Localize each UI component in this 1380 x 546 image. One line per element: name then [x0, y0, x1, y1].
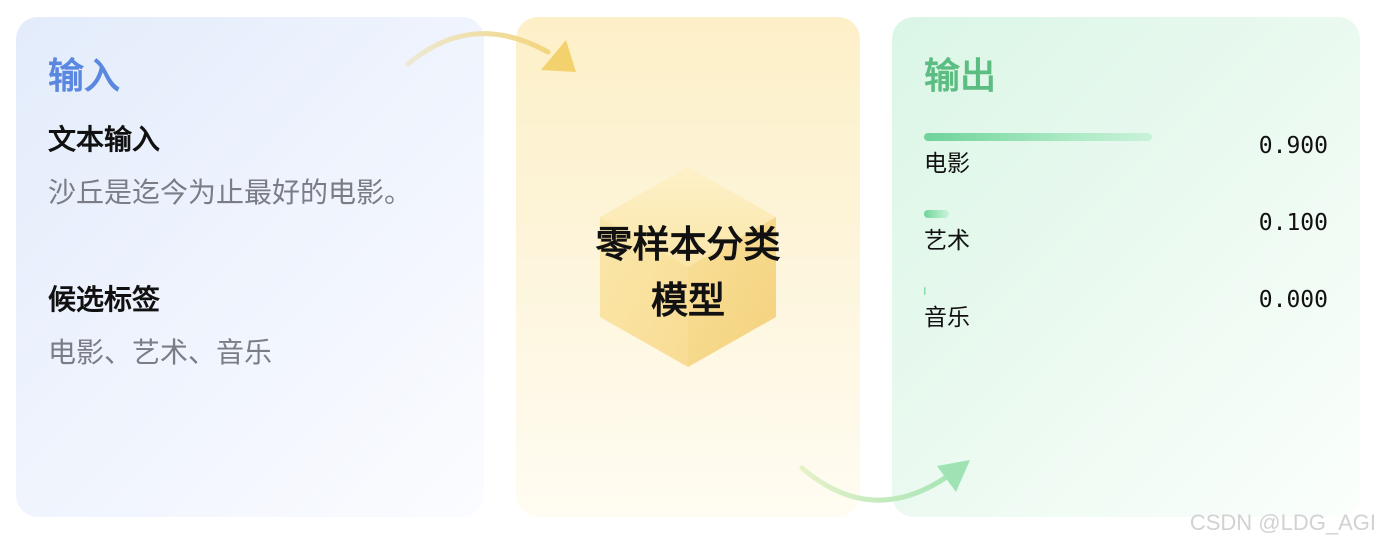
result-label: 电影 — [924, 151, 970, 177]
cube-icon — [600, 167, 776, 367]
input-panel-title: 输入 — [48, 56, 121, 97]
result-label: 音乐 — [924, 305, 970, 331]
output-panel-title: 输出 — [924, 56, 997, 97]
arrow-input-to-model — [405, 31, 551, 67]
input-panel: 输入 文本输入 沙丘是迄今为止最好的电影。 候选标签 电影、艺术、音乐 — [16, 17, 484, 517]
text-input-heading: 文本输入 — [48, 123, 161, 156]
output-panel: 输出 电影 0.900 艺术 0.100 音乐 0.000 — [892, 17, 1360, 517]
score-bar-fill — [924, 210, 950, 218]
model-title-line2: 模型 — [651, 279, 725, 322]
score-bar — [924, 133, 1177, 141]
candidate-labels-heading: 候选标签 — [48, 283, 161, 316]
candidate-labels-value: 电影、艺术、音乐 — [48, 336, 273, 369]
model-panel: 零样本分类 模型 — [516, 17, 860, 517]
score-bar — [924, 287, 1177, 295]
score-bar — [924, 210, 1177, 218]
result-score: 0.000 — [1258, 287, 1328, 313]
text-input-value: 沙丘是迄今为止最好的电影。 — [48, 176, 413, 209]
model-title-line1: 零样本分类 — [595, 223, 781, 266]
result-score: 0.100 — [1258, 210, 1328, 236]
arrow-input-to-model-head — [541, 40, 576, 72]
arrow-model-to-output — [799, 465, 951, 503]
result-label: 艺术 — [924, 228, 970, 254]
model-title: 零样本分类 模型 — [516, 217, 860, 329]
result-row-art: 艺术 0.100 — [924, 210, 1328, 270]
score-bar-fill — [924, 133, 1152, 141]
result-score: 0.900 — [1258, 133, 1328, 159]
result-row-movie: 电影 0.900 — [924, 133, 1328, 193]
result-row-music: 音乐 0.000 — [924, 287, 1328, 347]
watermark: CSDN @LDG_AGI — [1189, 510, 1376, 535]
score-bar-fill — [924, 287, 926, 295]
arrow-model-to-output-head — [937, 460, 970, 492]
